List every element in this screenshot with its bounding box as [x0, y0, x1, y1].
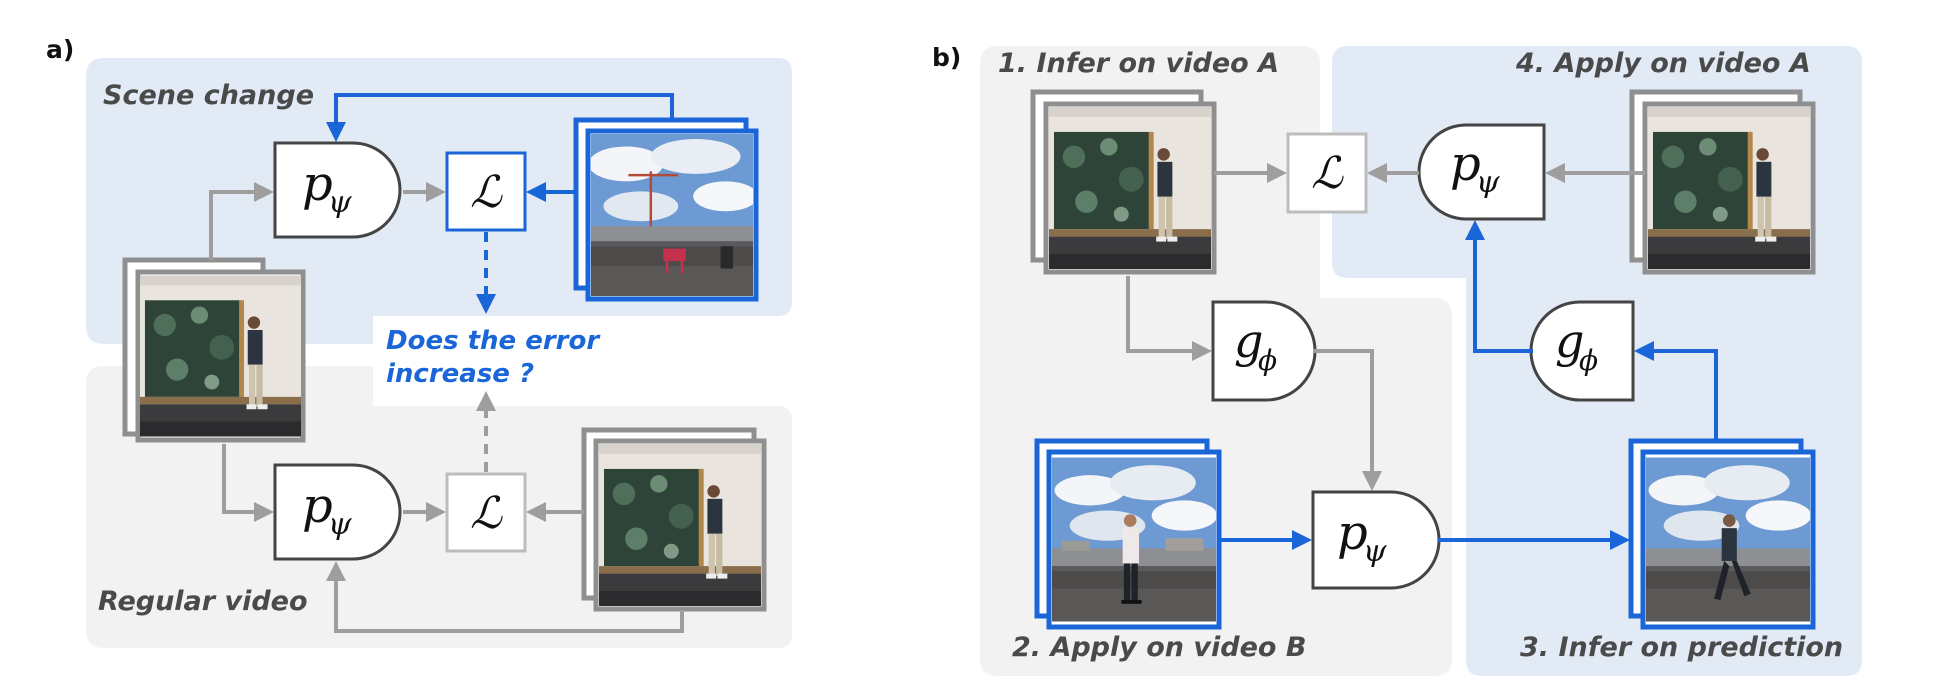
generator-block-right: g ϕ [1529, 300, 1635, 402]
arrow-regular-to-predictor-bottom [326, 561, 684, 633]
scene-change-label: Scene change [103, 80, 314, 111]
svg-text:p: p [302, 156, 333, 212]
svg-text:ψ: ψ [1476, 165, 1500, 200]
arrow-input-to-predictor-bottom [222, 444, 274, 522]
video-b-stack [1034, 438, 1222, 630]
svg-text:ψ: ψ [328, 507, 352, 542]
predictor-block-b-top: p ψ [1417, 123, 1546, 221]
svg-text:g: g [1555, 314, 1584, 368]
loss-block-bottom: ℒ [445, 472, 527, 553]
step-2-label: 2. Apply on video B [1012, 632, 1306, 663]
svg-text:ℒ: ℒ [470, 167, 503, 218]
svg-text:p: p [302, 478, 333, 534]
step-1-label: 1. Infer on video A [998, 48, 1279, 79]
arrow-input-to-predictor-top [209, 182, 274, 260]
svg-text:ϕ: ϕ [1258, 344, 1277, 377]
panel-a-letter: a) [46, 35, 74, 64]
predictor-block-bottom: p ψ [273, 463, 402, 561]
svg-text:ϕ: ϕ [1579, 344, 1598, 377]
loss-block-b: ℒ [1286, 132, 1368, 214]
video-a-stack-right [1629, 89, 1816, 275]
regular-video-label: Regular video [98, 586, 308, 617]
question-line-1: Does the error [386, 326, 601, 356]
regular-video-stack [581, 427, 767, 612]
arrow-generator-to-predictor-bottom [1313, 349, 1382, 491]
svg-text:g: g [1234, 314, 1263, 368]
input-video-stack [122, 257, 306, 443]
panel-a: a) Scene change Regular video p ψ ℒ [46, 35, 792, 648]
svg-text:ψ: ψ [1363, 534, 1387, 569]
predictor-block-b-bottom: p ψ [1311, 490, 1441, 590]
video-a-stack-left [1030, 89, 1217, 275]
prediction-stack [1628, 438, 1816, 630]
svg-text:ℒ: ℒ [470, 488, 503, 539]
panel-b: b) 1. Infer on video A 4. Apply on video… [932, 43, 1862, 676]
scene-change-video-stack [573, 117, 759, 302]
svg-text:p: p [1450, 136, 1481, 192]
arrow-video-a-to-generator [1126, 276, 1212, 361]
predictor-block-top: p ψ [273, 141, 402, 239]
generator-block-left: g ϕ [1211, 300, 1317, 402]
loss-block-top: ℒ [445, 151, 527, 232]
svg-text:ℒ: ℒ [1311, 148, 1344, 199]
step-4-label: 4. Apply on video A [1515, 48, 1811, 79]
arrow-prediction-to-generator [1634, 341, 1718, 441]
arrow-generator-to-predictor-top [1465, 220, 1533, 353]
step-3-label: 3. Infer on prediction [1520, 632, 1843, 663]
question-line-2: increase ? [386, 359, 534, 389]
panel-b-letter: b) [932, 43, 961, 72]
arrow-scene-to-predictor-top [326, 93, 674, 142]
svg-text:ψ: ψ [328, 185, 352, 220]
svg-text:p: p [1337, 505, 1368, 561]
